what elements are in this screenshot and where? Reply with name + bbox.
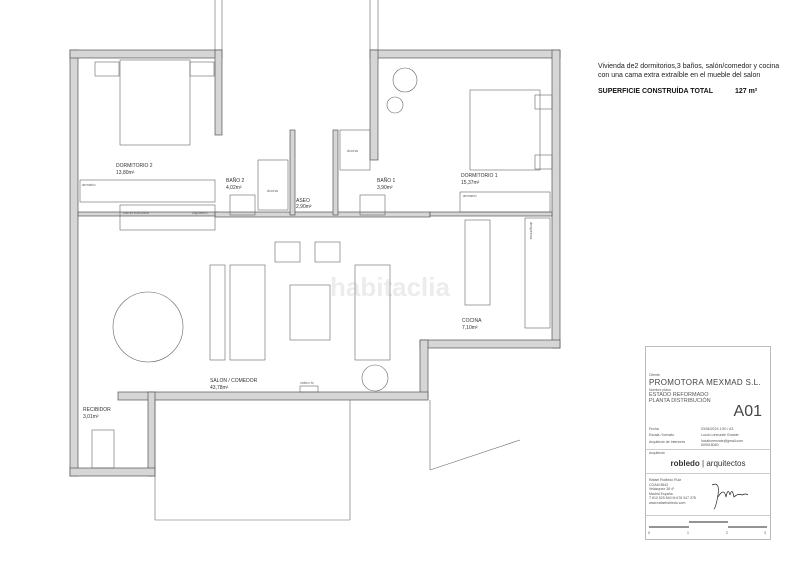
room-label: DORMITORIO 2: [116, 163, 153, 169]
description: Vivienda de2 dormitorios,3 baños, salón/…: [598, 62, 779, 80]
signature: [711, 483, 749, 510]
sofa-bed-unit: [119, 204, 216, 231]
furniture-label: ducha: [267, 188, 279, 193]
designer: Lucía Lorenzale Grande: [701, 433, 739, 437]
scale-label: Escala / formato: [649, 433, 675, 437]
kitchen-counter: [524, 217, 551, 329]
wall-dorm1-bottom: [429, 211, 553, 217]
date-value: 03/06/2024 1:50 / A3: [701, 427, 734, 431]
wall-kitchen-step: [419, 339, 429, 399]
sofa-left: [229, 264, 266, 361]
furniture-label: cama extraíble: [123, 210, 150, 215]
sheet-number: A01: [733, 403, 762, 420]
client-label: Cliente: [649, 373, 660, 377]
architect-label: Arquitecto: [649, 451, 665, 455]
room-label: SALON / COMEDOR: [210, 378, 258, 384]
wall-dorm2-right: [214, 49, 223, 136]
email: luciaborenzale@gmail.com: [701, 439, 744, 443]
scale-tick: 0: [648, 531, 650, 535]
bed-dorm2: [119, 59, 191, 146]
room-label: ASEO: [296, 198, 310, 204]
sofa-right: [354, 264, 391, 361]
wall-right: [551, 49, 561, 349]
client-name: PROMOTORA MEXMAD S.L.: [649, 378, 761, 387]
room-label: COCINA: [462, 318, 482, 324]
total-value: 127 m²: [734, 88, 758, 95]
wall-dorm1-left: [369, 49, 379, 161]
wall-bath-div1: [289, 129, 296, 216]
plan-state: ESTADO REFORMADO: [649, 392, 709, 398]
furniture-label: armario: [463, 193, 477, 198]
room-label: DORMITORIO 1: [461, 173, 498, 179]
room-label: RECIBIDOR: [83, 407, 111, 413]
total-label: SUPERFICIE CONSTRUÍDA TOTAL: [598, 88, 713, 95]
walls: [69, 49, 561, 477]
total-area: SUPERFICIE CONSTRUÍDA TOTAL 127 m²: [598, 88, 757, 95]
wall-entry-bottom: [69, 467, 156, 477]
room-area: 15,37m²: [461, 180, 480, 186]
interior-label: Arquitecto de Interiores: [649, 440, 686, 444]
wall-bath-div2: [332, 129, 339, 216]
furniture-label: zapatero: [192, 210, 208, 215]
wall-top-right: [369, 49, 561, 59]
wall-entry: [147, 391, 156, 477]
plan-name: PLANTA DISTRIBUCIÓN: [649, 398, 711, 404]
date-label: Fecha: [649, 427, 659, 431]
dining-table: [112, 291, 184, 363]
scale-tick: 3: [764, 531, 766, 535]
wall-top-left: [69, 49, 223, 59]
phone: 609918080: [701, 443, 719, 447]
furniture-label: ducha: [347, 148, 359, 153]
plan-label: Nombre plano: [649, 388, 671, 392]
wall-living-bottom: [117, 391, 429, 401]
room-area: 13,80m²: [116, 170, 135, 176]
wardrobe-dorm1: [459, 191, 551, 213]
wardrobe-dorm2: [79, 179, 216, 203]
wall-left: [69, 49, 79, 477]
brand-logo: robledo | arquitectos: [670, 459, 746, 468]
room-area: 4,02m²: [226, 185, 242, 191]
room-area: 43,78m²: [210, 385, 229, 391]
description-line: Vivienda de2 dormitorios,3 baños, salón/…: [598, 63, 780, 70]
scale-tick: 2: [726, 531, 728, 535]
room-area: 3,01m²: [83, 414, 99, 420]
furniture-label: armario: [82, 182, 96, 187]
room-area: 2,90m²: [296, 204, 312, 210]
scale-tick: 1: [687, 531, 689, 535]
armchair: [392, 67, 418, 93]
wall-kitchen-bottom: [419, 339, 561, 349]
title-block: Cliente PROMOTORA MEXMAD S.L. Nombre pla…: [645, 346, 771, 540]
furniture-label: despensa: [529, 222, 534, 240]
wall-bath-bottom: [214, 211, 431, 218]
coffee-table: [289, 284, 331, 341]
bed-dorm1: [469, 89, 541, 171]
room-label: BAÑO 2: [226, 177, 245, 184]
scale-bar: [649, 521, 767, 528]
room-area: 3,90m²: [377, 185, 393, 191]
tv-unit: [299, 385, 319, 393]
room-area: 7,10m²: [462, 325, 478, 331]
kitchen-island: [464, 219, 491, 306]
furniture-label: video tv: [300, 380, 314, 385]
room-label: BAÑO 1: [377, 177, 396, 184]
description-line: con una cama extra extraíble en el muebl…: [598, 72, 761, 79]
